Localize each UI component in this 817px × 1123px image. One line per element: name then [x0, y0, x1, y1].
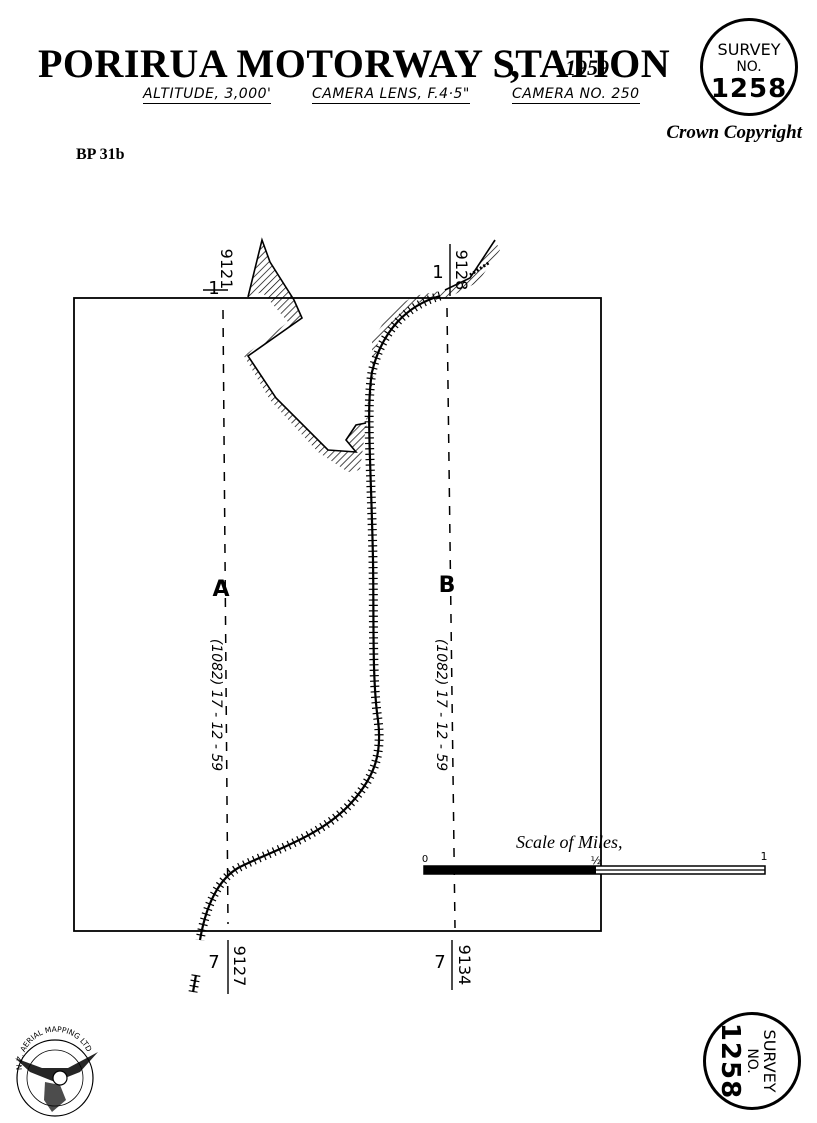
scale-label: Scale of Miles,	[516, 832, 622, 852]
camera-number-label: CAMERA NO. 250	[512, 86, 640, 104]
line-b-top-photo: 9128	[452, 250, 471, 291]
line-b-top-frame: 1	[432, 262, 443, 283]
railway-stub	[191, 974, 198, 993]
map-frame	[73, 297, 602, 932]
scale-tick-half: ½	[591, 854, 602, 867]
survey-stamp-line2: NO.	[736, 59, 762, 75]
flight-line-a	[222, 309, 229, 925]
survey-stamp-top: SURVEY NO. 1258	[700, 18, 798, 116]
survey-stamp-line1: SURVEY	[717, 40, 781, 59]
line-a-bottom-photo: 9127	[230, 946, 249, 987]
line-a-top-photo: 9121	[217, 249, 236, 290]
line-b-annotation: (1082) 17 - 12 - 59	[433, 639, 449, 771]
map-year: 1959	[565, 55, 609, 80]
line-a-bottom-frame: 7	[208, 952, 219, 973]
scale-bar: Scale of Miles, 0 ½ 1	[422, 832, 768, 875]
camera-lens-label: CAMERA LENS, F.4·5"	[312, 86, 470, 104]
line-a-top-frame: 1	[208, 278, 219, 299]
map-title: PORIRUA MOTORWAY STATION	[38, 41, 671, 86]
line-b-bottom-frame: 7	[434, 952, 445, 973]
railway-line	[198, 294, 441, 941]
title-comma: ,	[510, 41, 520, 86]
flight-line-b	[446, 307, 456, 929]
scale-tick-0: 0	[422, 854, 428, 865]
line-a-annotation: (1082) 17 - 12 - 59	[208, 639, 224, 771]
reference-code: BP 31b	[76, 146, 125, 163]
crown-copyright: Crown Copyright	[666, 122, 802, 143]
line-b-label: B	[439, 573, 456, 598]
survey-stamp-number: 1258	[710, 74, 788, 104]
nz-aerial-mapping-logo: N.Z. AERIAL MAPPING LTD	[15, 1025, 98, 1117]
altitude-label: ALTITUDE, 3,000'	[143, 86, 272, 104]
railway-ties	[195, 291, 442, 941]
line-b-bottom-photo: 9134	[455, 945, 474, 986]
scale-tick-1: 1	[761, 850, 768, 863]
line-a-label: A	[212, 577, 229, 602]
